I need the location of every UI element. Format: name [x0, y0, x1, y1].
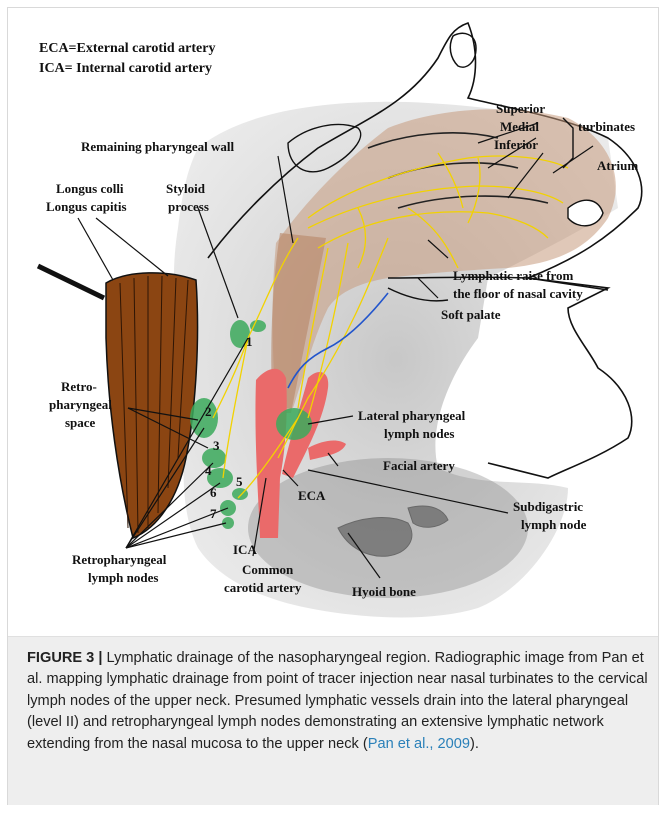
label-ica: ICA [233, 542, 257, 557]
label-lymphatic-raise-2: the floor of nasal cavity [453, 286, 583, 301]
node-number-1: 1 [246, 334, 253, 349]
label-lateral-2: lymph nodes [384, 426, 454, 441]
label-turbinates: turbinates [578, 119, 635, 134]
label-lateral-1: Lateral pharyngeal [358, 408, 466, 423]
label-medial: Medial [500, 119, 539, 134]
label-eca: ECA [298, 488, 326, 503]
citation-link[interactable]: Pan et al., 2009 [368, 736, 470, 752]
label-superior: Superior [496, 101, 545, 116]
node-number-3: 3 [213, 438, 220, 453]
atrium-opening [568, 200, 603, 226]
label-soft-palate: Soft palate [441, 307, 501, 322]
anatomical-figure: ECA=External carotid artery ICA= Interna… [8, 8, 658, 628]
label-remaining-wall: Remaining pharyngeal wall [81, 139, 235, 154]
label-retro-nodes-1: Retropharyngeal [72, 552, 167, 567]
label-common-2: carotid artery [224, 580, 302, 595]
label-retro-2: pharyngeal [49, 397, 112, 412]
abbreviation-eca: ECA=External carotid artery [39, 41, 215, 56]
caption-text-end: ). [470, 736, 479, 752]
node-number-7: 7 [210, 506, 217, 521]
injection-needle [38, 266, 104, 298]
figure-caption: FIGURE 3 | Lymphatic drainage of the nas… [27, 648, 649, 755]
abbreviation-ica: ICA= Internal carotid artery [39, 61, 212, 76]
label-retro-nodes-2: lymph nodes [88, 570, 158, 585]
label-process: process [168, 199, 209, 214]
node-number-2: 2 [205, 404, 212, 419]
node-number-4: 4 [205, 463, 212, 478]
label-facial-artery: Facial artery [383, 458, 455, 473]
label-longus-capitis: Longus capitis [46, 199, 127, 214]
label-styloid: Styloid [166, 181, 206, 196]
label-subdigastric-2: lymph node [521, 517, 587, 532]
figure-frame: ECA=External carotid artery ICA= Interna… [7, 7, 659, 805]
label-hyoid: Hyoid bone [352, 584, 416, 599]
label-retro-3: space [65, 415, 96, 430]
label-longus-colli: Longus colli [56, 181, 124, 196]
longus-muscle [106, 273, 198, 538]
caption-title: FIGURE 3 [27, 650, 94, 666]
label-subdigastric-1: Subdigastric [513, 499, 583, 514]
label-atrium: Atrium [597, 158, 638, 173]
label-inferior: Inferior [494, 137, 538, 152]
label-retro-1: Retro- [61, 379, 97, 394]
caption-separator: | [98, 650, 102, 666]
caption-text: Lymphatic drainage of the nasopharyngeal… [27, 650, 648, 752]
label-lymphatic-raise-1: Lymphatic raise from [453, 268, 574, 283]
label-common-1: Common [242, 562, 294, 577]
node-number-6: 6 [210, 485, 217, 500]
node-number-5: 5 [236, 474, 243, 489]
